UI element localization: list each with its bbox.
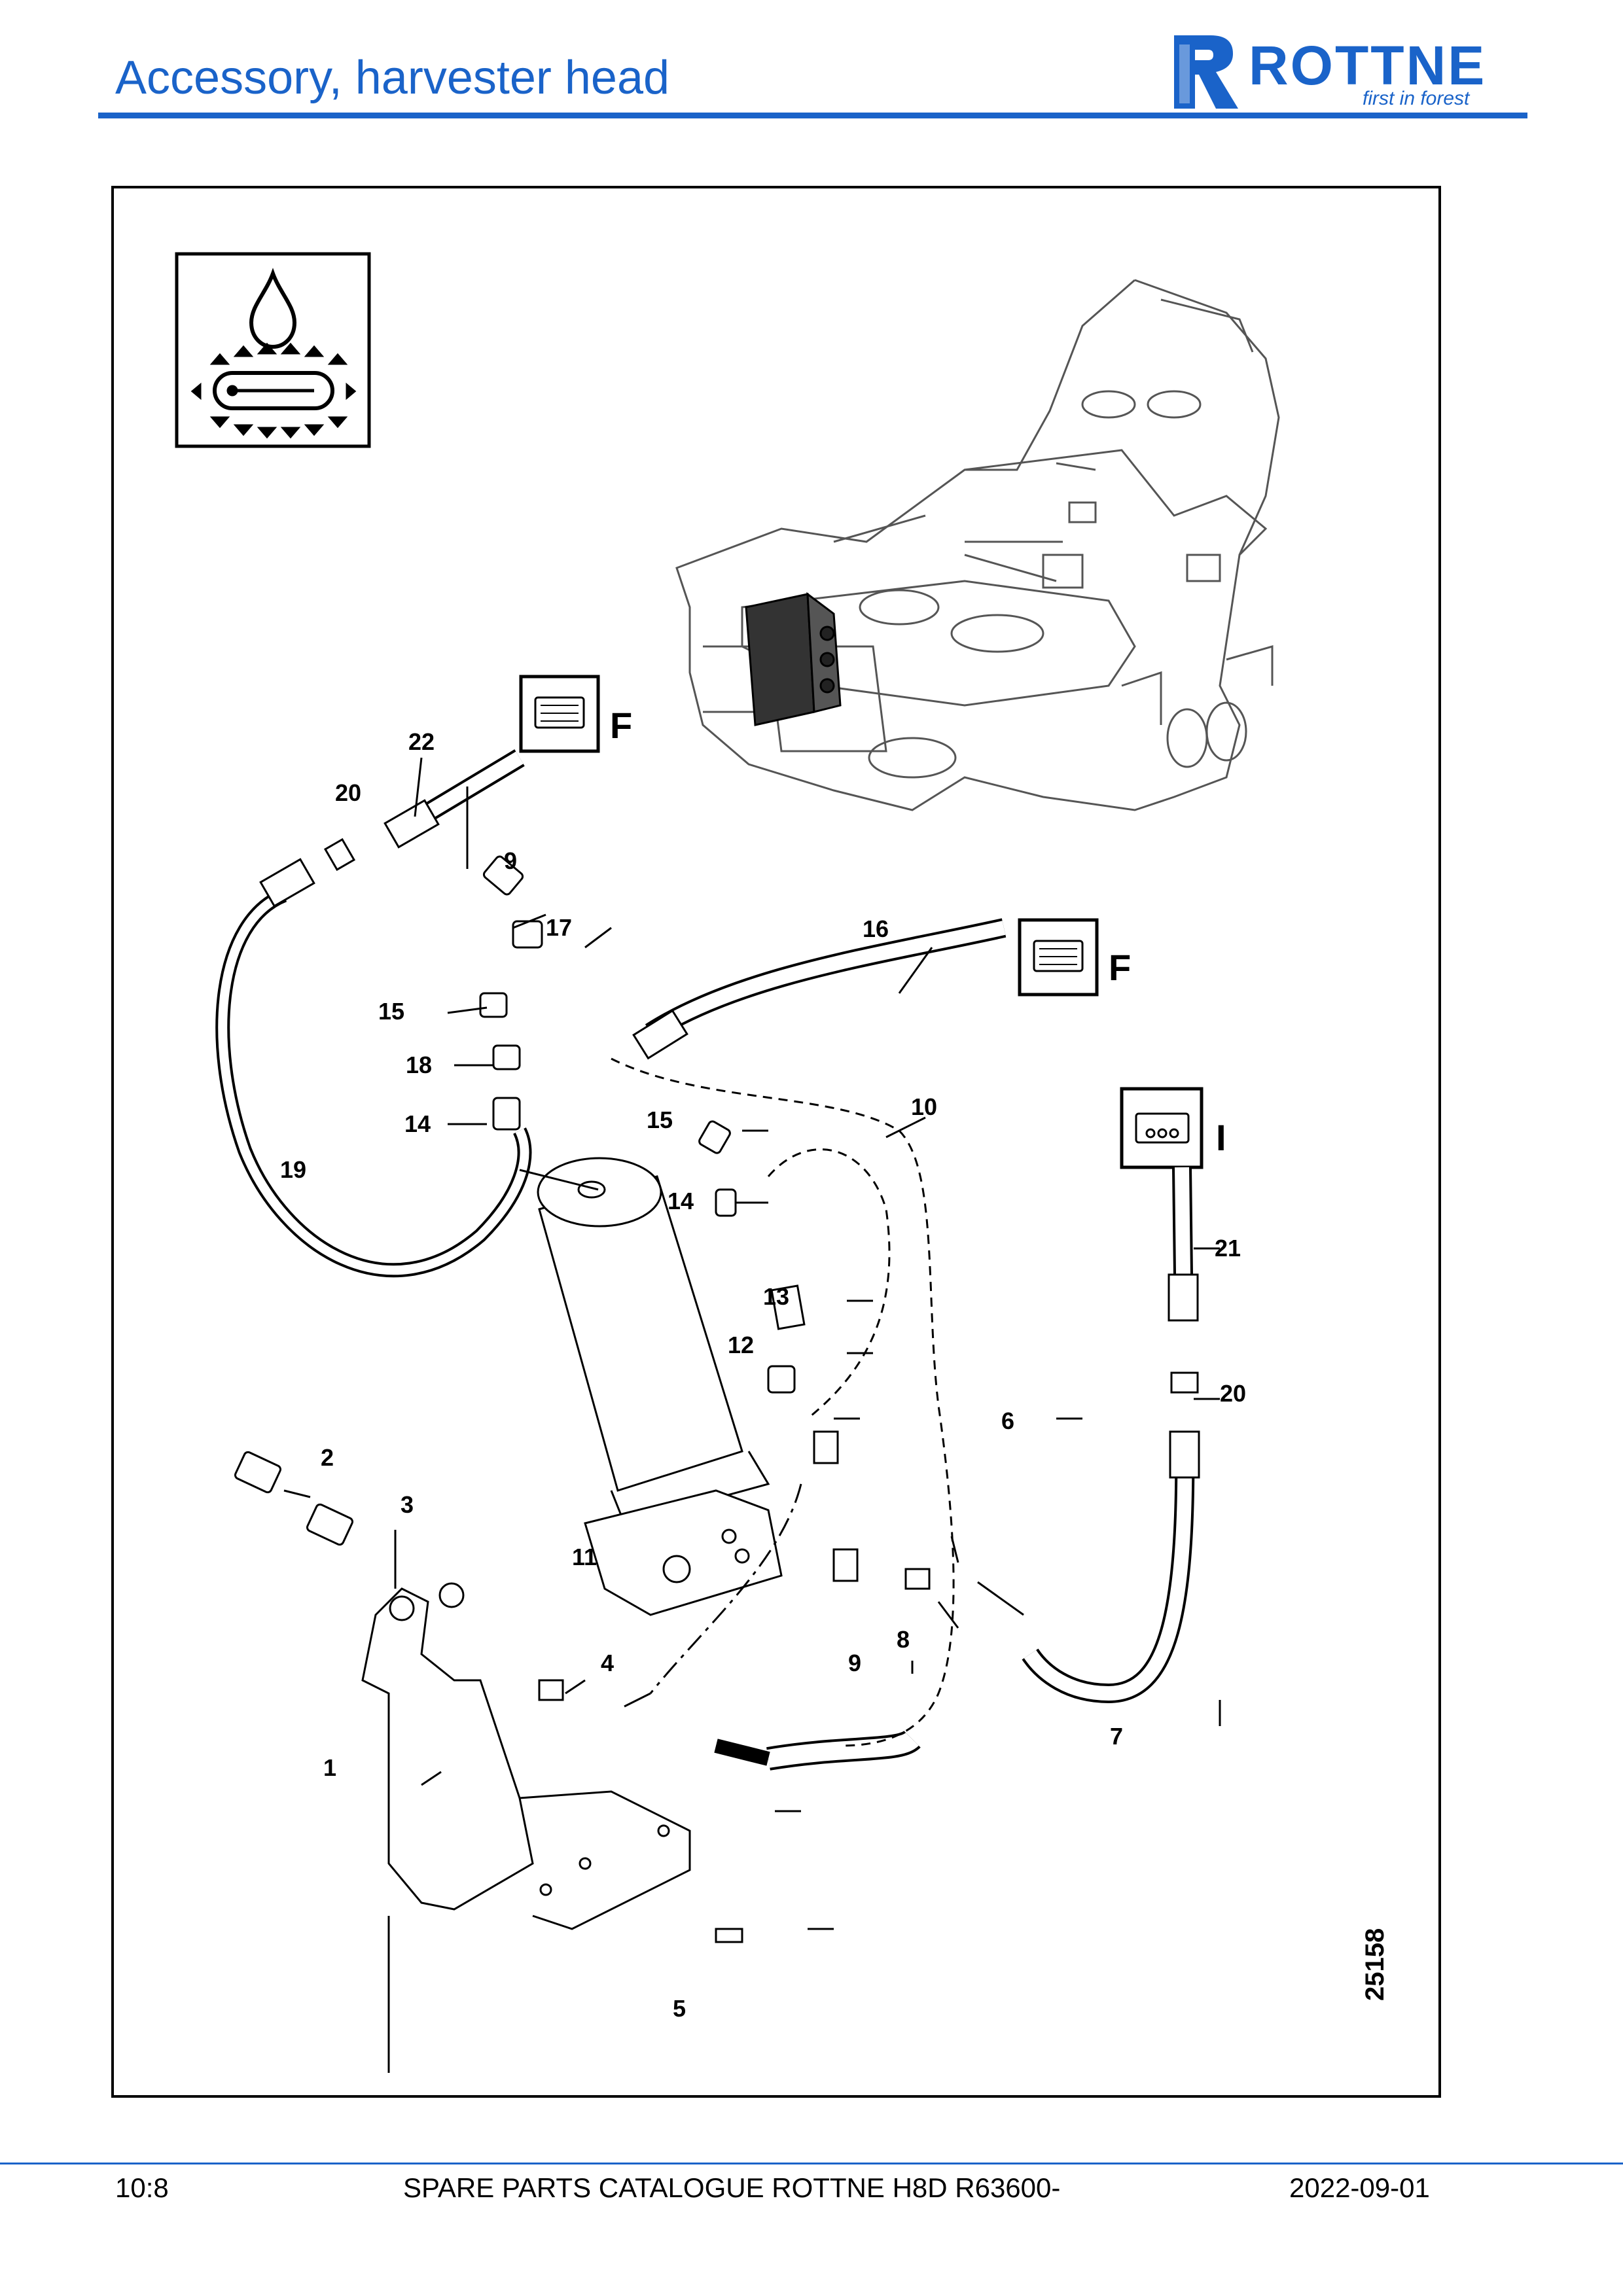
logo-tagline: first in forest — [1363, 88, 1470, 109]
connector-letter-i: I — [1216, 1117, 1226, 1158]
callout-5: 5 — [673, 1995, 686, 2022]
connector-letter-f-upper: F — [610, 705, 632, 746]
filter-housing — [537, 1157, 783, 1616]
callout-19: 19 — [280, 1156, 306, 1183]
lubrication-chain-symbol-icon — [175, 252, 371, 448]
callout-18: 18 — [406, 1051, 432, 1078]
callout-17: 17 — [546, 914, 572, 941]
callout-20-lower: 20 — [1220, 1380, 1246, 1407]
callout-21: 21 — [1215, 1235, 1241, 1262]
connector-letter-f-lower: F — [1109, 947, 1131, 988]
rottne-r-mark-icon — [1174, 35, 1238, 109]
harvester-head-frame — [675, 279, 1280, 811]
exploded-parts-diagram: F F I 1 2 3 4 5 6 7 8 9 9 10 11 12 13 14… — [175, 252, 1389, 2073]
callout-3: 3 — [401, 1491, 414, 1518]
callout-14-right: 14 — [668, 1188, 694, 1214]
callout-10: 10 — [911, 1093, 937, 1120]
callout-15-right: 15 — [647, 1106, 673, 1133]
callout-6: 6 — [1001, 1407, 1014, 1434]
connector-box-i — [1120, 1087, 1204, 1169]
callout-11: 11 — [572, 1544, 597, 1570]
callout-13: 13 — [763, 1283, 789, 1310]
callout-12: 12 — [728, 1332, 754, 1358]
logo-wordmark: ROTTNE — [1249, 35, 1487, 96]
callout-7: 7 — [1110, 1723, 1123, 1750]
header-rule — [98, 113, 1527, 118]
footer-date: 2022-09-01 — [1289, 2172, 1430, 2203]
mounting-bracket — [361, 1587, 691, 1930]
callout-4: 4 — [601, 1650, 614, 1676]
connector-box-f-lower — [1018, 918, 1099, 997]
callout-15-left: 15 — [378, 998, 404, 1025]
drawing-number: 25158 — [1361, 1928, 1389, 2001]
connector-box-f-upper — [519, 675, 600, 753]
callout-14-left: 14 — [404, 1110, 431, 1137]
callout-1: 1 — [323, 1754, 336, 1781]
callout-8: 8 — [897, 1626, 910, 1653]
rottne-logo: ROTTNE first in forest — [1170, 31, 1510, 113]
parts-drawing-frame: F F I 1 2 3 4 5 6 7 8 9 9 10 11 12 13 14… — [111, 186, 1441, 2098]
footer-page-number: 10:8 — [115, 2172, 169, 2203]
callout-9-upper: 9 — [504, 847, 517, 874]
callout-16: 16 — [863, 915, 889, 942]
footer-rule — [0, 2163, 1623, 2164]
callout-20-upper: 20 — [335, 779, 361, 806]
page-title: Accessory, harvester head — [115, 52, 670, 104]
footer-catalogue-title: SPARE PARTS CATALOGUE ROTTNE H8D R63600- — [403, 2172, 1061, 2203]
callout-9-lower: 9 — [848, 1650, 861, 1676]
callout-22: 22 — [408, 728, 435, 755]
valve-block-highlight — [745, 592, 842, 726]
callout-2: 2 — [321, 1444, 334, 1471]
